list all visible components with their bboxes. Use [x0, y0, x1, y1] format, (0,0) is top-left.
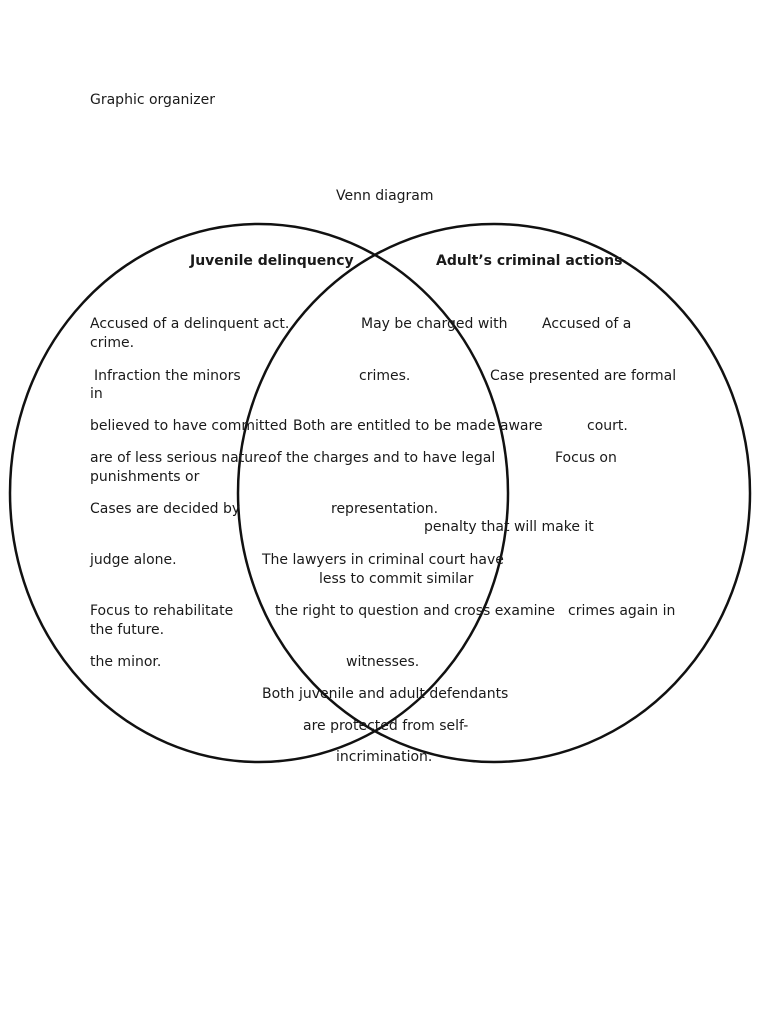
venn-text-line: Accused of a [542, 316, 632, 332]
venn-text-line: Infraction the minors [94, 368, 241, 384]
venn-text-line: representation. [331, 501, 439, 517]
venn-text-line: Cases are decided by [90, 501, 241, 517]
diagram-title: Venn diagram [336, 188, 434, 204]
venn-text-line: May be charged with [361, 316, 508, 332]
venn-text-line: in [90, 386, 103, 402]
venn-text-line: the minor. [90, 654, 162, 670]
venn-text-line: Case presented are formal [490, 368, 677, 384]
venn-text-line: crime. [90, 335, 135, 351]
venn-text-line: are protected from self- [303, 718, 469, 734]
venn-text-line: judge alone. [90, 552, 177, 568]
venn-text-line: less to commit similar [319, 571, 474, 587]
venn-text-line: incrimination. [336, 749, 433, 765]
venn-text-line: Focus on [555, 450, 617, 466]
venn-left-circle [8, 222, 510, 764]
venn-left-label: Juvenile delinquency [190, 253, 354, 269]
venn-text-line: Focus to rehabilitate [90, 603, 234, 619]
venn-text-line: court. [587, 418, 628, 434]
venn-text-line: Both juvenile and adult defendants [262, 686, 509, 702]
venn-text-line: believed to have committed [90, 418, 288, 434]
venn-text-line: Accused of a delinquent act. [90, 316, 290, 332]
document-heading: Graphic organizer [90, 92, 216, 108]
venn-text-line: witnesses. [346, 654, 420, 670]
venn-text-line: Both are entitled to be made aware [293, 418, 543, 434]
venn-right-label: Adult’s criminal actions [436, 253, 623, 269]
venn-text-line: punishments or [90, 469, 200, 485]
venn-text-line: The lawyers in criminal court have [262, 552, 504, 568]
venn-text-line: crimes again in [568, 603, 676, 619]
venn-text-line: penalty that will make it [424, 519, 594, 535]
venn-text-line: of the charges and to have legal [268, 450, 496, 466]
venn-text-line: the right to question and cross examine [275, 603, 555, 619]
venn-right-circle [236, 222, 752, 764]
venn-text-line: crimes. [359, 368, 411, 384]
venn-text-line: the future. [90, 622, 165, 638]
venn-text-line: are of less serious nature. [90, 450, 272, 466]
